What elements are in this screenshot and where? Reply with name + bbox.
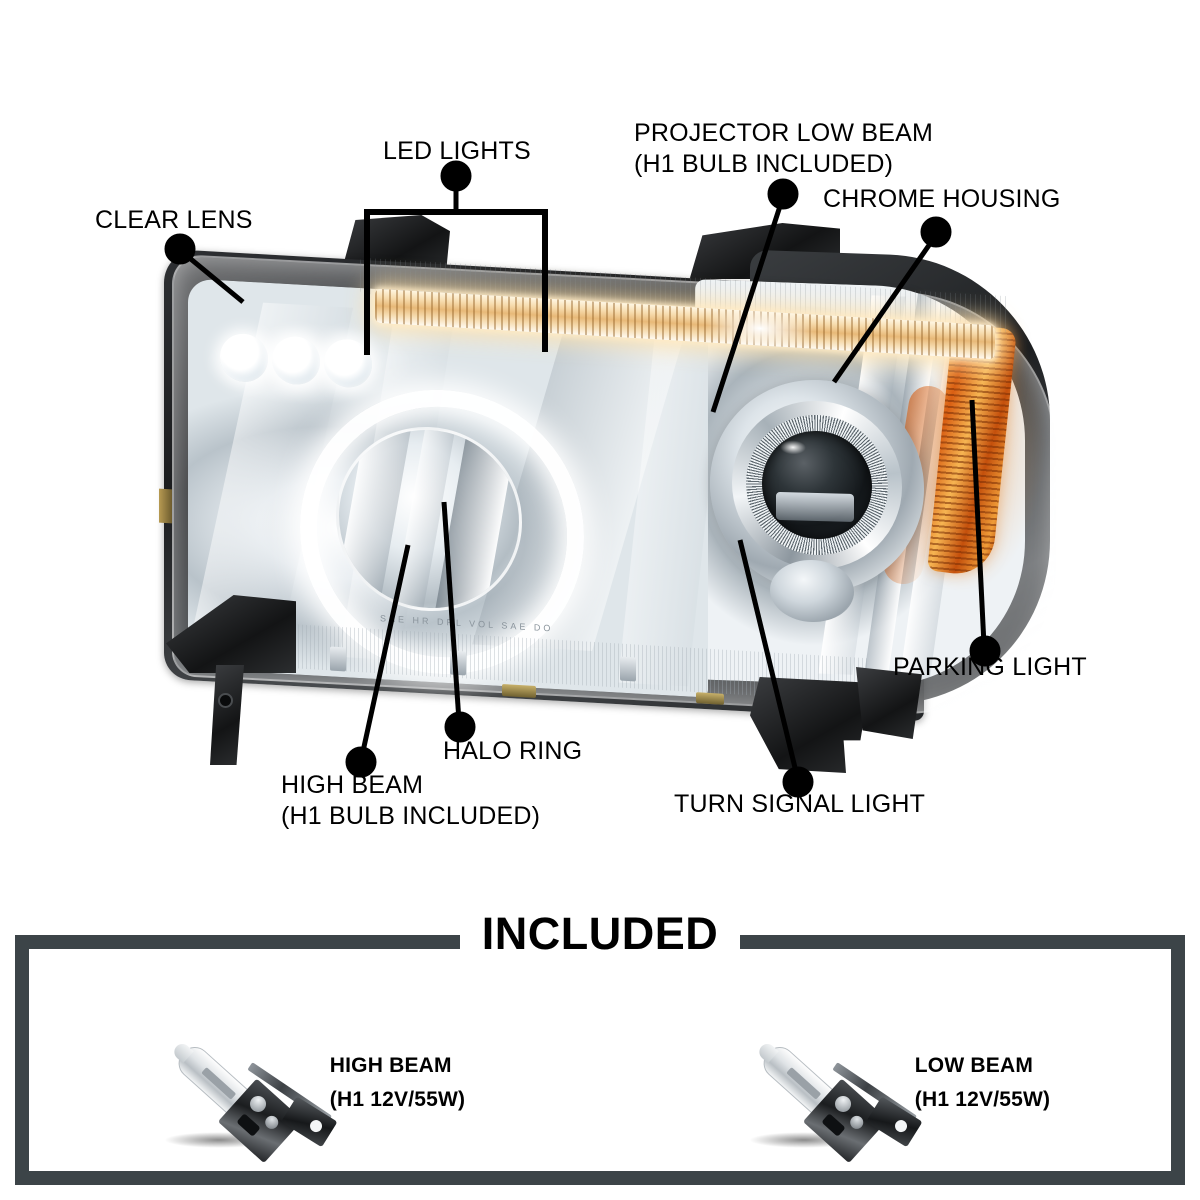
led-bulb: [220, 332, 268, 384]
included-title-text: INCLUDED: [459, 905, 741, 963]
included-item-name: HIGH BEAM: [329, 1054, 452, 1077]
high-beam-reflector: [336, 423, 522, 615]
callout-turn-signal-light: TURN SIGNAL LIGHT: [674, 790, 926, 818]
lower-tab: [696, 692, 724, 705]
callout-parking-light: PARKING LIGHT: [893, 653, 1087, 681]
callout-high-beam-line2: (H1 BULB INCLUDED): [281, 802, 541, 830]
included-panel: INCLUDED HIGH BEAM (H1 12V/55W): [15, 905, 1185, 1185]
callout-high-beam-line1: HIGH BEAM: [281, 771, 424, 799]
included-item-high-beam: HIGH BEAM (H1 12V/55W): [15, 993, 600, 1173]
lens-clip: [330, 646, 346, 672]
led-bulb: [272, 335, 320, 386]
headlight-assembly: SAE HR DRL VOL SAE DO: [150, 215, 1080, 773]
led-cluster: [220, 329, 390, 398]
led-bulb: [324, 337, 372, 389]
included-item-low-beam: LOW BEAM (H1 12V/55W): [600, 993, 1185, 1173]
lower-tab: [502, 683, 536, 699]
included-item-text: LOW BEAM (H1 12V/55W): [915, 1049, 1050, 1117]
h1-bulb-icon: [150, 1008, 338, 1164]
h1-bulb-icon: [735, 1008, 923, 1164]
included-item-spec: (H1 12V/55W): [329, 1088, 466, 1111]
included-title: INCLUDED: [15, 905, 1185, 963]
included-items: HIGH BEAM (H1 12V/55W) LOW BEAM (H: [15, 993, 1185, 1173]
included-item-name: LOW BEAM: [914, 1054, 1034, 1077]
included-item-spec: (H1 12V/55W): [914, 1088, 1051, 1111]
lower-right-bracket: [750, 677, 870, 773]
callout-led-lights: LED LIGHTS: [383, 137, 531, 165]
included-item-text: HIGH BEAM (H1 12V/55W): [330, 1049, 465, 1117]
side-tab: [159, 488, 172, 524]
callout-halo-ring: HALO RING: [443, 737, 583, 765]
lens-clip: [620, 656, 636, 682]
callout-clear-lens: CLEAR LENS: [95, 206, 253, 234]
lens-clip: [450, 650, 466, 676]
bracket-hole: [220, 695, 231, 706]
lower-right-bracket-tab: [856, 667, 922, 739]
callout-projector-low-beam-line2: (H1 BULB INCLUDED): [634, 150, 894, 178]
callout-chrome-housing: CHROME HOUSING: [823, 185, 1061, 213]
callout-projector-low-beam-line1: PROJECTOR LOW BEAM: [634, 119, 934, 147]
